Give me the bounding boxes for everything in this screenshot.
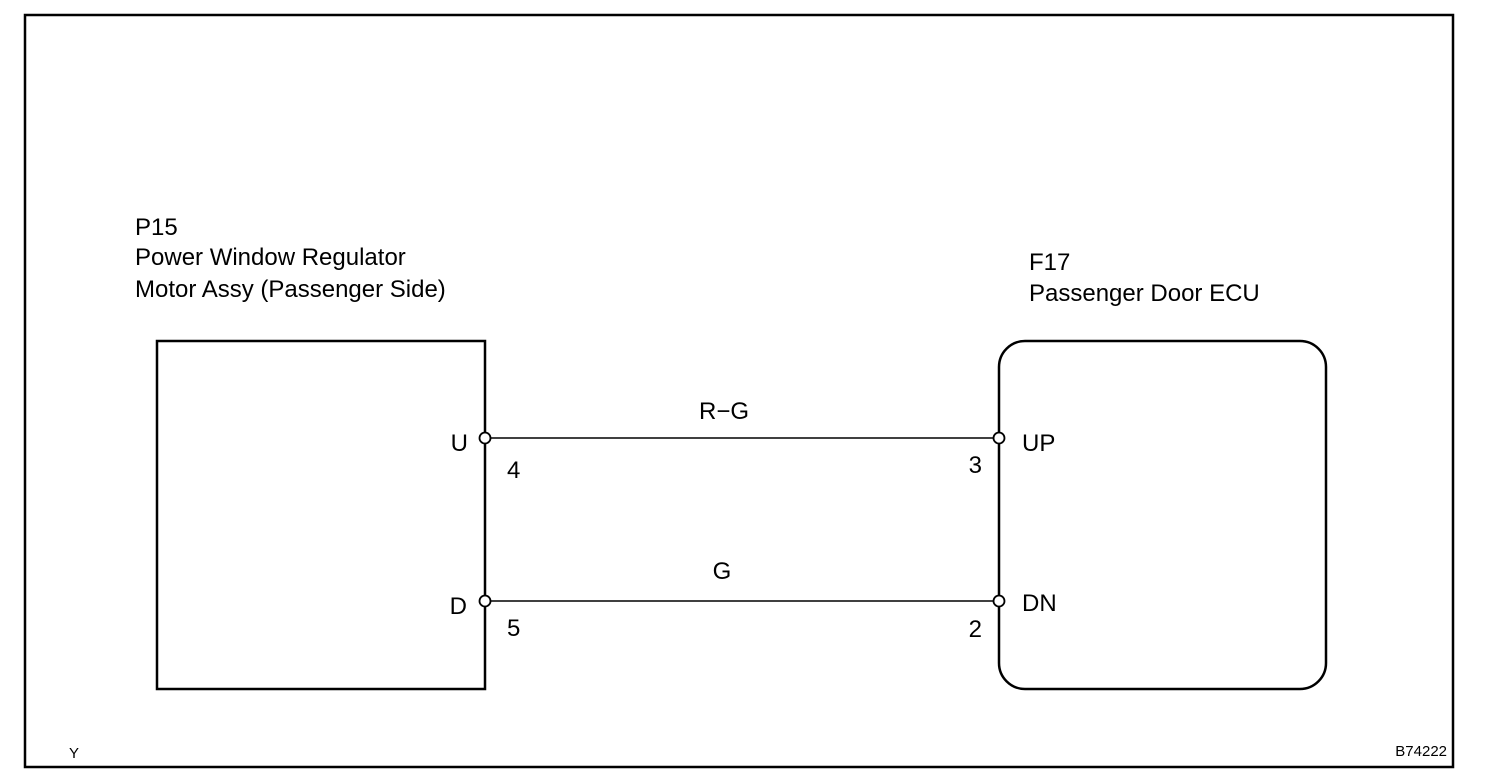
terminal-d-connector — [478, 594, 492, 608]
motor-name-line1: Power Window Regulator — [135, 244, 406, 271]
wire-r-g-color: R−G — [699, 398, 749, 425]
figure-id: B74222 — [1395, 743, 1447, 760]
terminal-u-connector — [478, 431, 492, 445]
motor-box — [155, 339, 487, 691]
ecu-name: Passenger Door ECU — [1029, 280, 1260, 307]
pin-3-label: 3 — [969, 452, 982, 479]
pin-4-label: 4 — [507, 457, 520, 484]
wire-g-color: G — [713, 558, 732, 585]
motor-code: P15 — [135, 214, 178, 241]
pin-5-label: 5 — [507, 615, 520, 642]
motor-name-line2: Motor Assy (Passenger Side) — [135, 276, 446, 303]
footer-left-code: Y — [69, 745, 79, 762]
terminal-dn-connector — [992, 594, 1006, 608]
terminal-u-label: U — [451, 430, 468, 457]
diagram-frame — [23, 13, 1455, 769]
ecu-code: F17 — [1029, 249, 1070, 276]
terminal-d-label: D — [450, 593, 467, 620]
terminal-up-connector — [992, 431, 1006, 445]
terminal-up-label: UP — [1022, 430, 1055, 457]
ecu-box — [997, 339, 1328, 691]
terminal-dn-label: DN — [1022, 590, 1057, 617]
pin-2-label: 2 — [969, 616, 982, 643]
